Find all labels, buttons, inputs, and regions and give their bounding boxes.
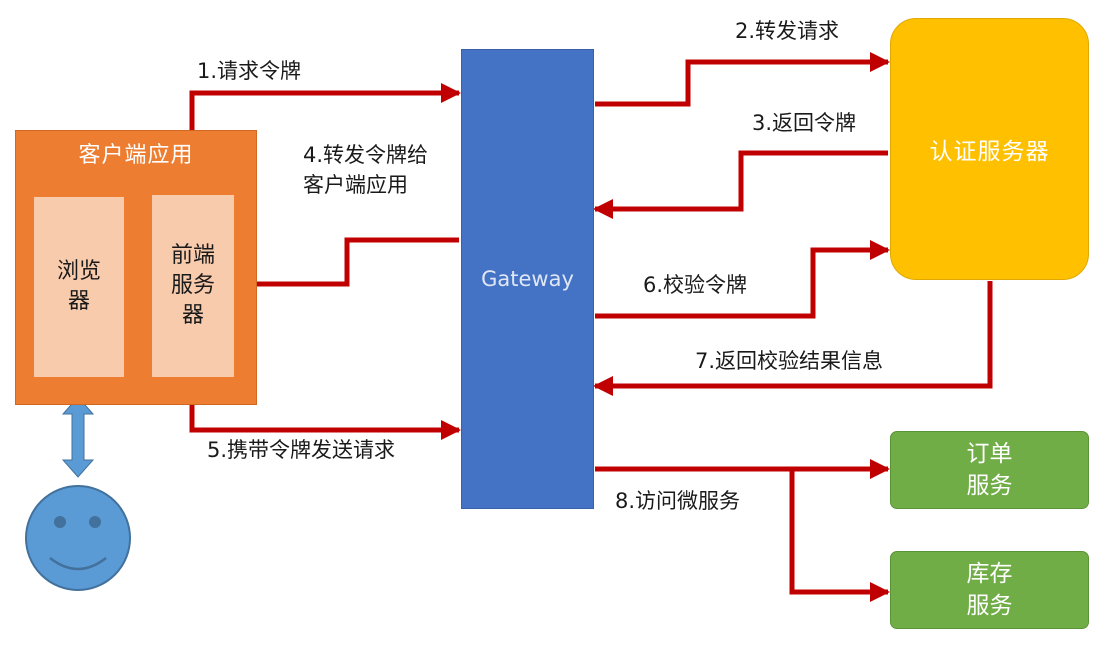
gateway-box: Gateway [461, 49, 594, 509]
step-8-label: 8.访问微服务 [615, 489, 741, 513]
arrow-2-forward-request [595, 52, 890, 107]
arrow-6-verify-token [595, 240, 890, 319]
client-app-title: 客户端应用 [78, 143, 194, 168]
user-double-arrow [61, 396, 95, 478]
auth-server-label: 认证服务器 [929, 139, 1050, 165]
order-service-box: 订单 服务 [890, 431, 1089, 509]
client-app-box: 客户端应用 浏览 器 前端 服务 器 [15, 130, 257, 405]
arrow-8-access-stock [789, 469, 890, 602]
step-7-label: 7.返回校验结果信息 [695, 349, 884, 373]
auth-server-box: 认证服务器 [890, 18, 1089, 280]
step-3-label: 3.返回令牌 [752, 111, 857, 135]
frontend-server-box: 前端 服务 器 [152, 195, 234, 377]
arrow-4-forward-token [234, 237, 459, 294]
arrow-7-return-result [593, 281, 993, 396]
step-2-label: 2.转发请求 [735, 19, 840, 43]
step-6-label: 6.校验令牌 [643, 273, 748, 297]
step-4-label: 4.转发令牌给 客户端应用 [303, 143, 429, 197]
step-5-label: 5.携带令牌发送请求 [207, 438, 396, 462]
step-1-label: 1.请求令牌 [197, 59, 302, 83]
gateway-label: Gateway [481, 267, 574, 291]
stock-service-box: 库存 服务 [890, 551, 1089, 629]
arrow-3-return-token [593, 150, 888, 219]
user-smiley-icon [25, 485, 131, 591]
browser-box: 浏览 器 [34, 197, 124, 377]
